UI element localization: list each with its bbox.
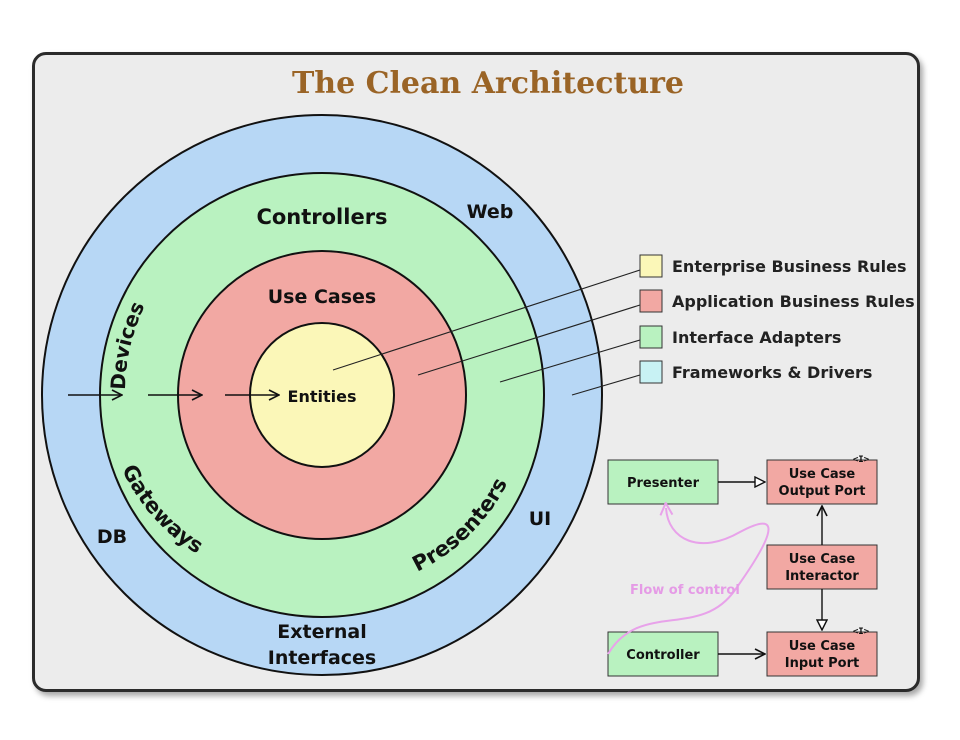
controller-box: [607, 631, 719, 677]
use-case-input-port-box: [766, 631, 878, 677]
flow-of-control-label: Flow of control: [630, 583, 740, 598]
legend-label-application: Application Business Rules: [672, 292, 915, 311]
use-case-output-port-box: [766, 459, 878, 505]
legend-swatch-enterprise: [639, 254, 663, 278]
flow-of-control-diagram: Presenter Controller Use Case Output Por…: [607, 455, 878, 677]
legend-leader-line: [571, 374, 641, 396]
interfaces-label: Interfaces: [268, 647, 376, 669]
input-port-line1: Use Case: [789, 639, 856, 654]
interactor-line2: Interactor: [785, 569, 859, 584]
output-port-line1: Use Case: [789, 467, 856, 482]
db-label: DB: [97, 526, 127, 548]
use-case-interactor-box: [766, 544, 878, 590]
legend-leader-line: [499, 339, 641, 383]
use-cases-label: Use Cases: [268, 286, 377, 308]
output-port-line2: Output Port: [779, 484, 866, 499]
interface-tag: <I>: [853, 627, 870, 637]
legend-swatch-frameworks: [639, 360, 663, 384]
legend-leader-line: [332, 269, 641, 371]
input-port-line2: Input Port: [785, 656, 859, 671]
presenter-label: Presenter: [627, 476, 700, 491]
entities-label: Entities: [288, 387, 357, 406]
interactor-line1: Use Case: [789, 552, 856, 567]
legend: Enterprise Business Rules Application Bu…: [639, 254, 915, 384]
legend-label-adapters: Interface Adapters: [672, 328, 841, 347]
legend-swatch-adapters: [639, 325, 663, 349]
legend-leader-line: [417, 304, 641, 376]
legend-swatch-application: [639, 289, 663, 313]
controllers-label: Controllers: [256, 205, 387, 229]
legend-label-frameworks: Frameworks & Drivers: [672, 363, 872, 382]
external-label: External: [277, 621, 366, 643]
flow-of-control-curve: [607, 508, 770, 655]
controller-label: Controller: [626, 648, 700, 663]
ui-label: UI: [529, 508, 552, 530]
legend-label-enterprise: Enterprise Business Rules: [672, 257, 907, 276]
interface-tag: <I>: [853, 455, 870, 465]
web-label: Web: [467, 201, 514, 223]
diagram-title: The Clean Architecture: [292, 66, 684, 101]
